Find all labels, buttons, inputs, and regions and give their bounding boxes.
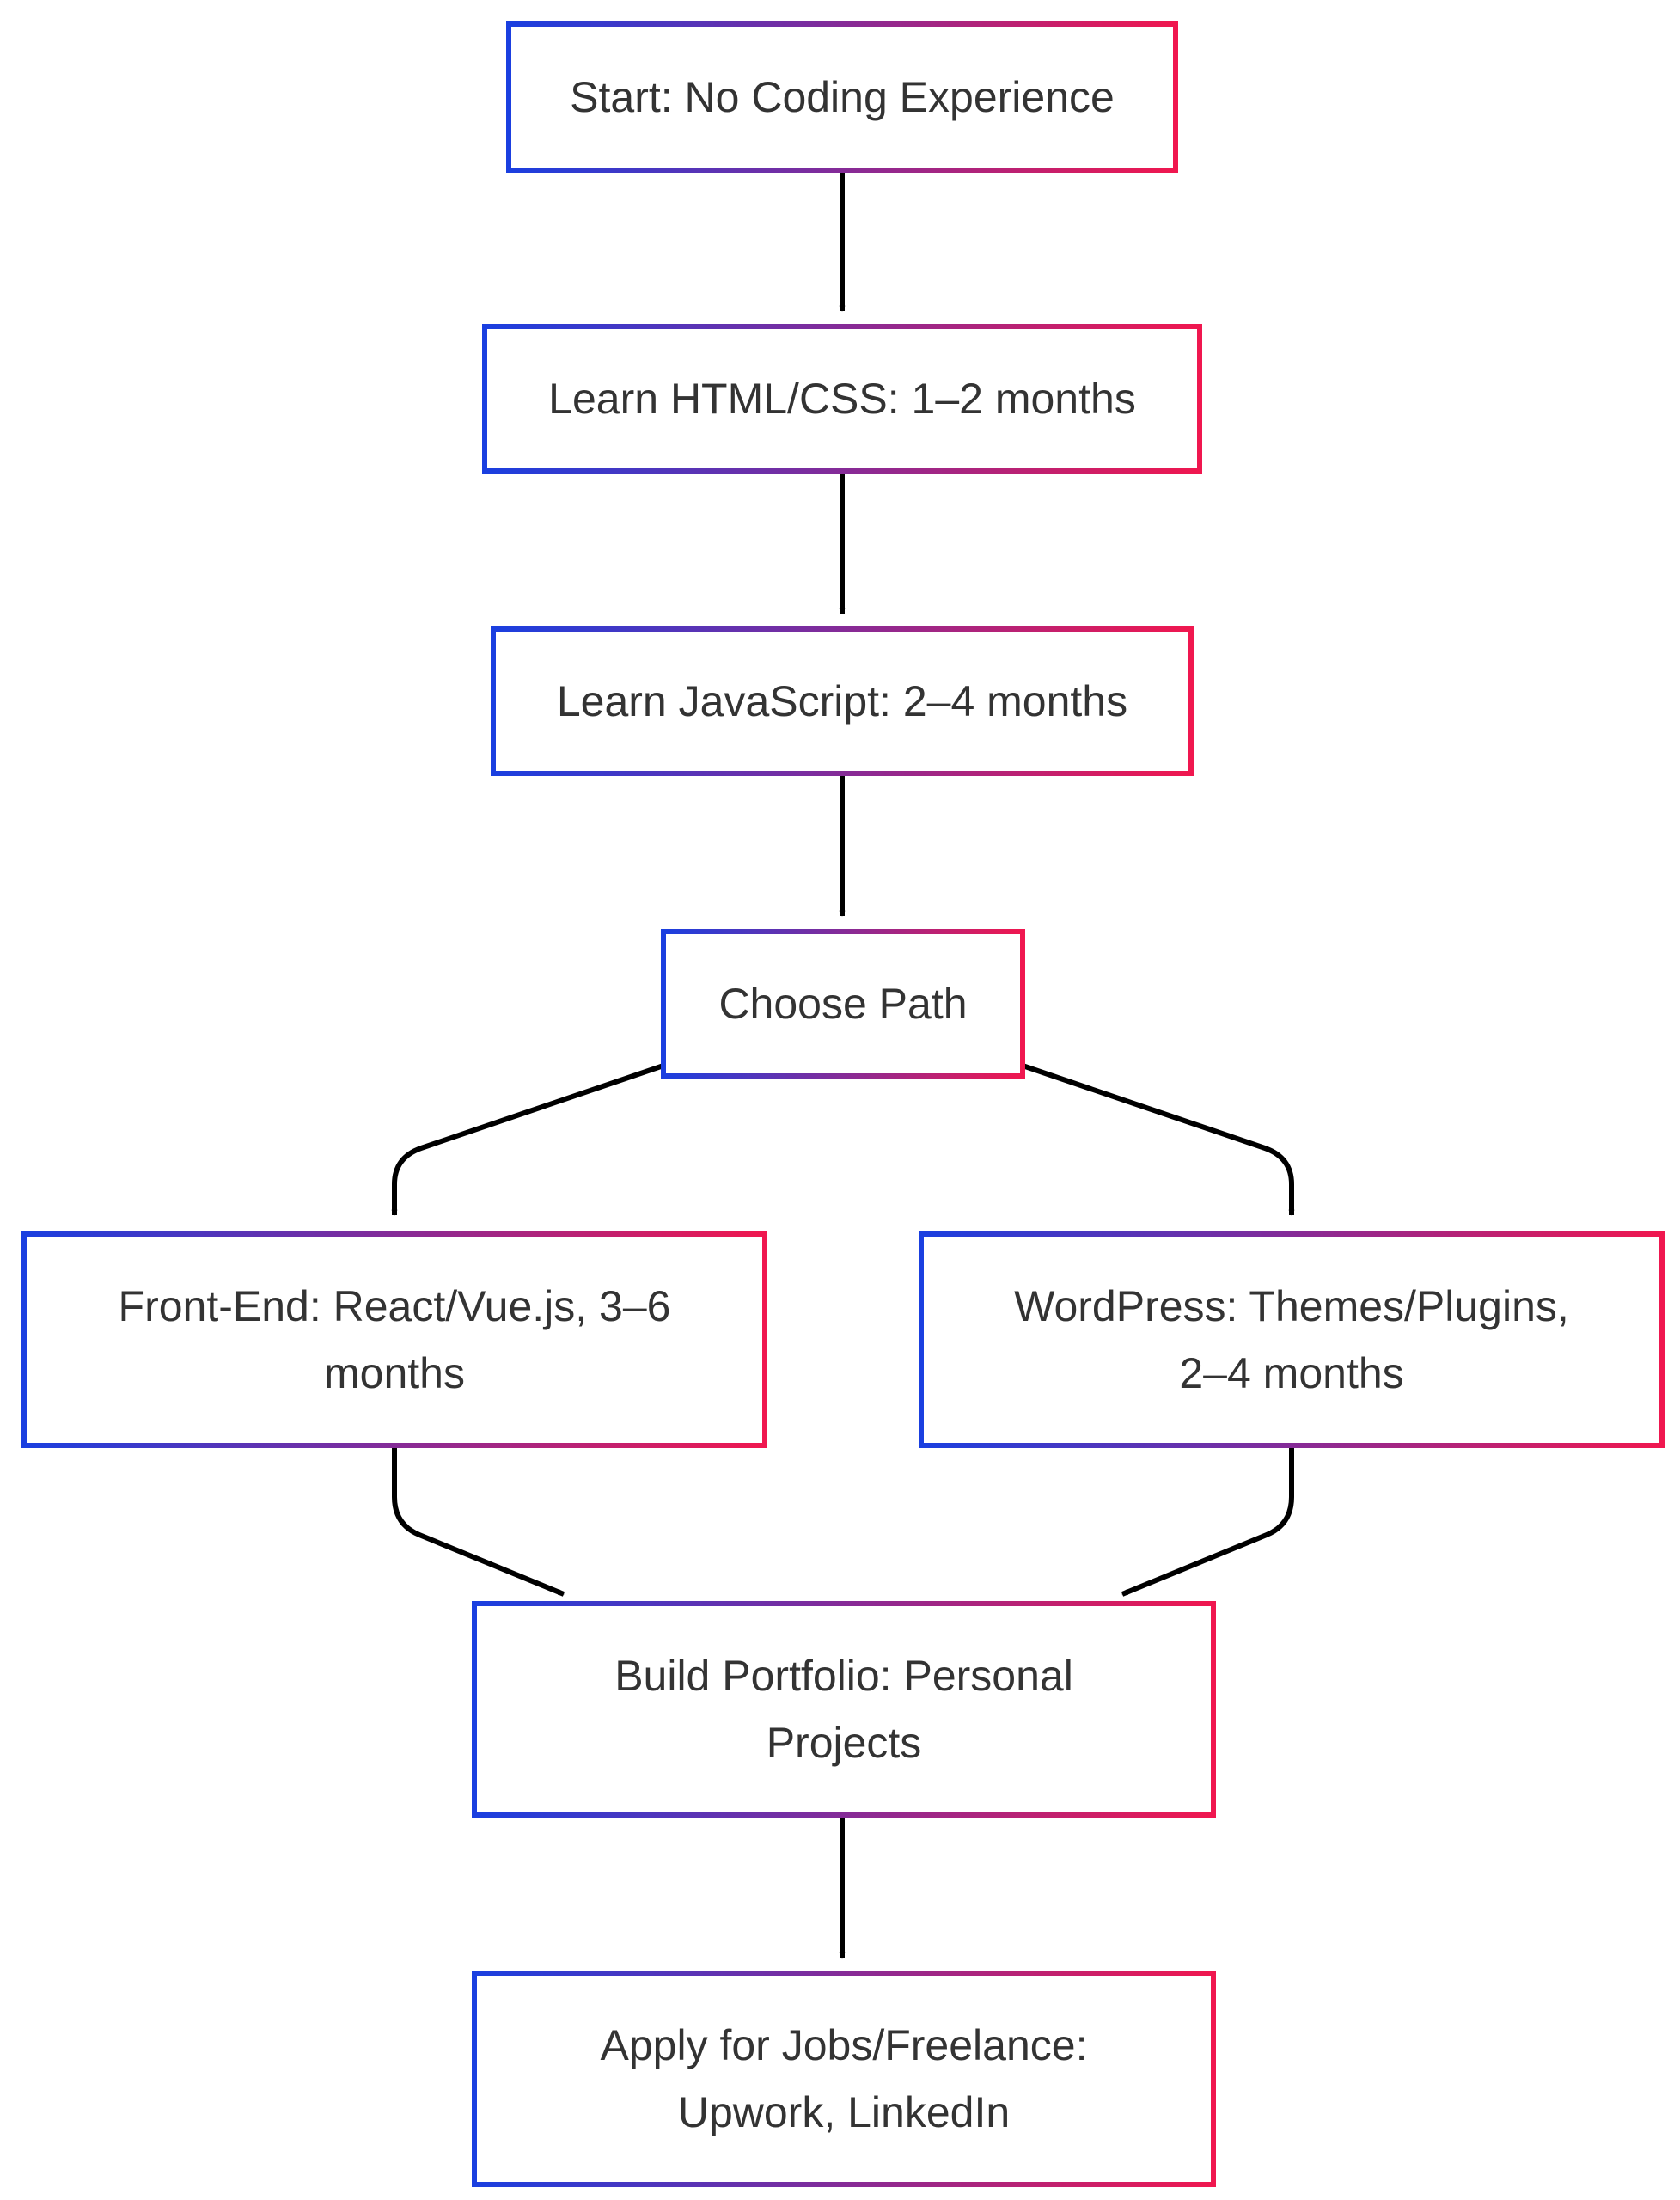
node-wordpress: WordPress: Themes/Plugins, 2–4 months xyxy=(919,1231,1665,1448)
node-label-start-line-1: Start: No Coding Experience xyxy=(570,73,1115,121)
node-label-apply-line-2: Upwork, LinkedIn xyxy=(678,2088,1010,2136)
node-choose-path: Choose Path xyxy=(661,929,1025,1079)
node-label-front-end-line-1: Front-End: React/Vue.js, 3–6 xyxy=(119,1282,671,1330)
edge-choose-path-to-front-end xyxy=(391,1063,664,1216)
node-front-end: Front-End: React/Vue.js, 3–6 months xyxy=(21,1231,767,1448)
node-javascript: Learn JavaScript: 2–4 months xyxy=(491,626,1194,776)
node-label-javascript-line-1: Learn JavaScript: 2–4 months xyxy=(557,677,1127,725)
node-box-start xyxy=(506,21,1178,173)
node-box-portfolio xyxy=(472,1601,1216,1818)
edge-choose-path-to-wordpress xyxy=(1022,1063,1295,1216)
node-apply: Apply for Jobs/Freelance: Upwork, LinkedI… xyxy=(472,1971,1216,2187)
node-box-javascript xyxy=(491,626,1194,776)
edges-layer xyxy=(391,170,1295,1959)
node-label-html-css-line-1: Learn HTML/CSS: 1–2 months xyxy=(548,375,1136,423)
node-label-portfolio-line-1: Build Portfolio: Personal xyxy=(614,1652,1073,1700)
node-label-wordpress-line-2: 2–4 months xyxy=(1179,1349,1403,1397)
edge-front-end-to-portfolio xyxy=(392,1445,565,1597)
node-label-wordpress-line-1: WordPress: Themes/Plugins, xyxy=(1014,1282,1569,1330)
node-label-choose-path-line-1: Choose Path xyxy=(718,980,967,1028)
node-box-choose-path xyxy=(661,929,1025,1079)
node-box-html-css xyxy=(482,324,1202,474)
node-start: Start: No Coding Experience xyxy=(506,21,1178,173)
node-label-front-end-line-2: months xyxy=(324,1349,465,1397)
edge-wordpress-to-portfolio xyxy=(1121,1445,1294,1597)
node-html-css: Learn HTML/CSS: 1–2 months xyxy=(482,324,1202,474)
node-box-apply xyxy=(472,1971,1216,2187)
node-label-apply-line-1: Apply for Jobs/Freelance: xyxy=(601,2021,1088,2069)
node-box-wordpress xyxy=(919,1231,1665,1448)
node-label-portfolio-line-2: Projects xyxy=(767,1719,922,1767)
node-box-front-end xyxy=(21,1231,767,1448)
